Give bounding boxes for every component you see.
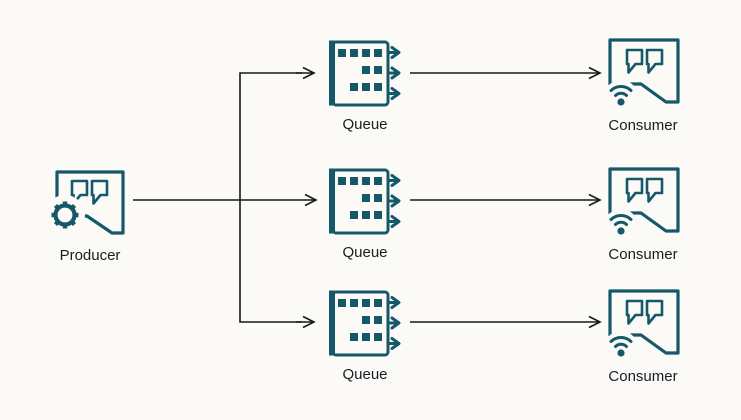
producer-label: Producer (59, 247, 121, 264)
queue-label: Queue (342, 366, 388, 383)
gear-icon (51, 201, 79, 229)
wifi-icon (609, 85, 633, 106)
producer-node: Producer (49, 166, 131, 263)
queue-icon (329, 290, 401, 357)
queue-out-arrows-icon (388, 174, 401, 228)
wifi-icon (609, 214, 633, 235)
queue-out-arrows-icon (388, 46, 401, 100)
consumer-icon (604, 167, 680, 241)
queue-node-2: Queue (328, 167, 402, 260)
queue-out-arrows-icon (388, 296, 401, 350)
consumer-node-2: Consumer (602, 163, 684, 262)
consumer-icon (604, 38, 680, 112)
wifi-icon (609, 336, 633, 357)
queue-node-1: Queue (328, 39, 402, 132)
producer-icon (49, 170, 125, 235)
consumer-label: Consumer (608, 246, 678, 263)
queue-icon (329, 40, 401, 107)
queue-label: Queue (342, 244, 388, 261)
consumer-label: Consumer (608, 368, 678, 385)
queue-label: Queue (342, 116, 388, 133)
consumer-icon (604, 289, 680, 363)
consumer-label: Consumer (608, 117, 678, 134)
queue-icon (329, 168, 401, 235)
consumer-node-3: Consumer (602, 285, 684, 384)
queue-node-3: Queue (328, 289, 402, 382)
fanout-elbow (239, 72, 302, 323)
consumer-node-1: Consumer (602, 34, 684, 133)
